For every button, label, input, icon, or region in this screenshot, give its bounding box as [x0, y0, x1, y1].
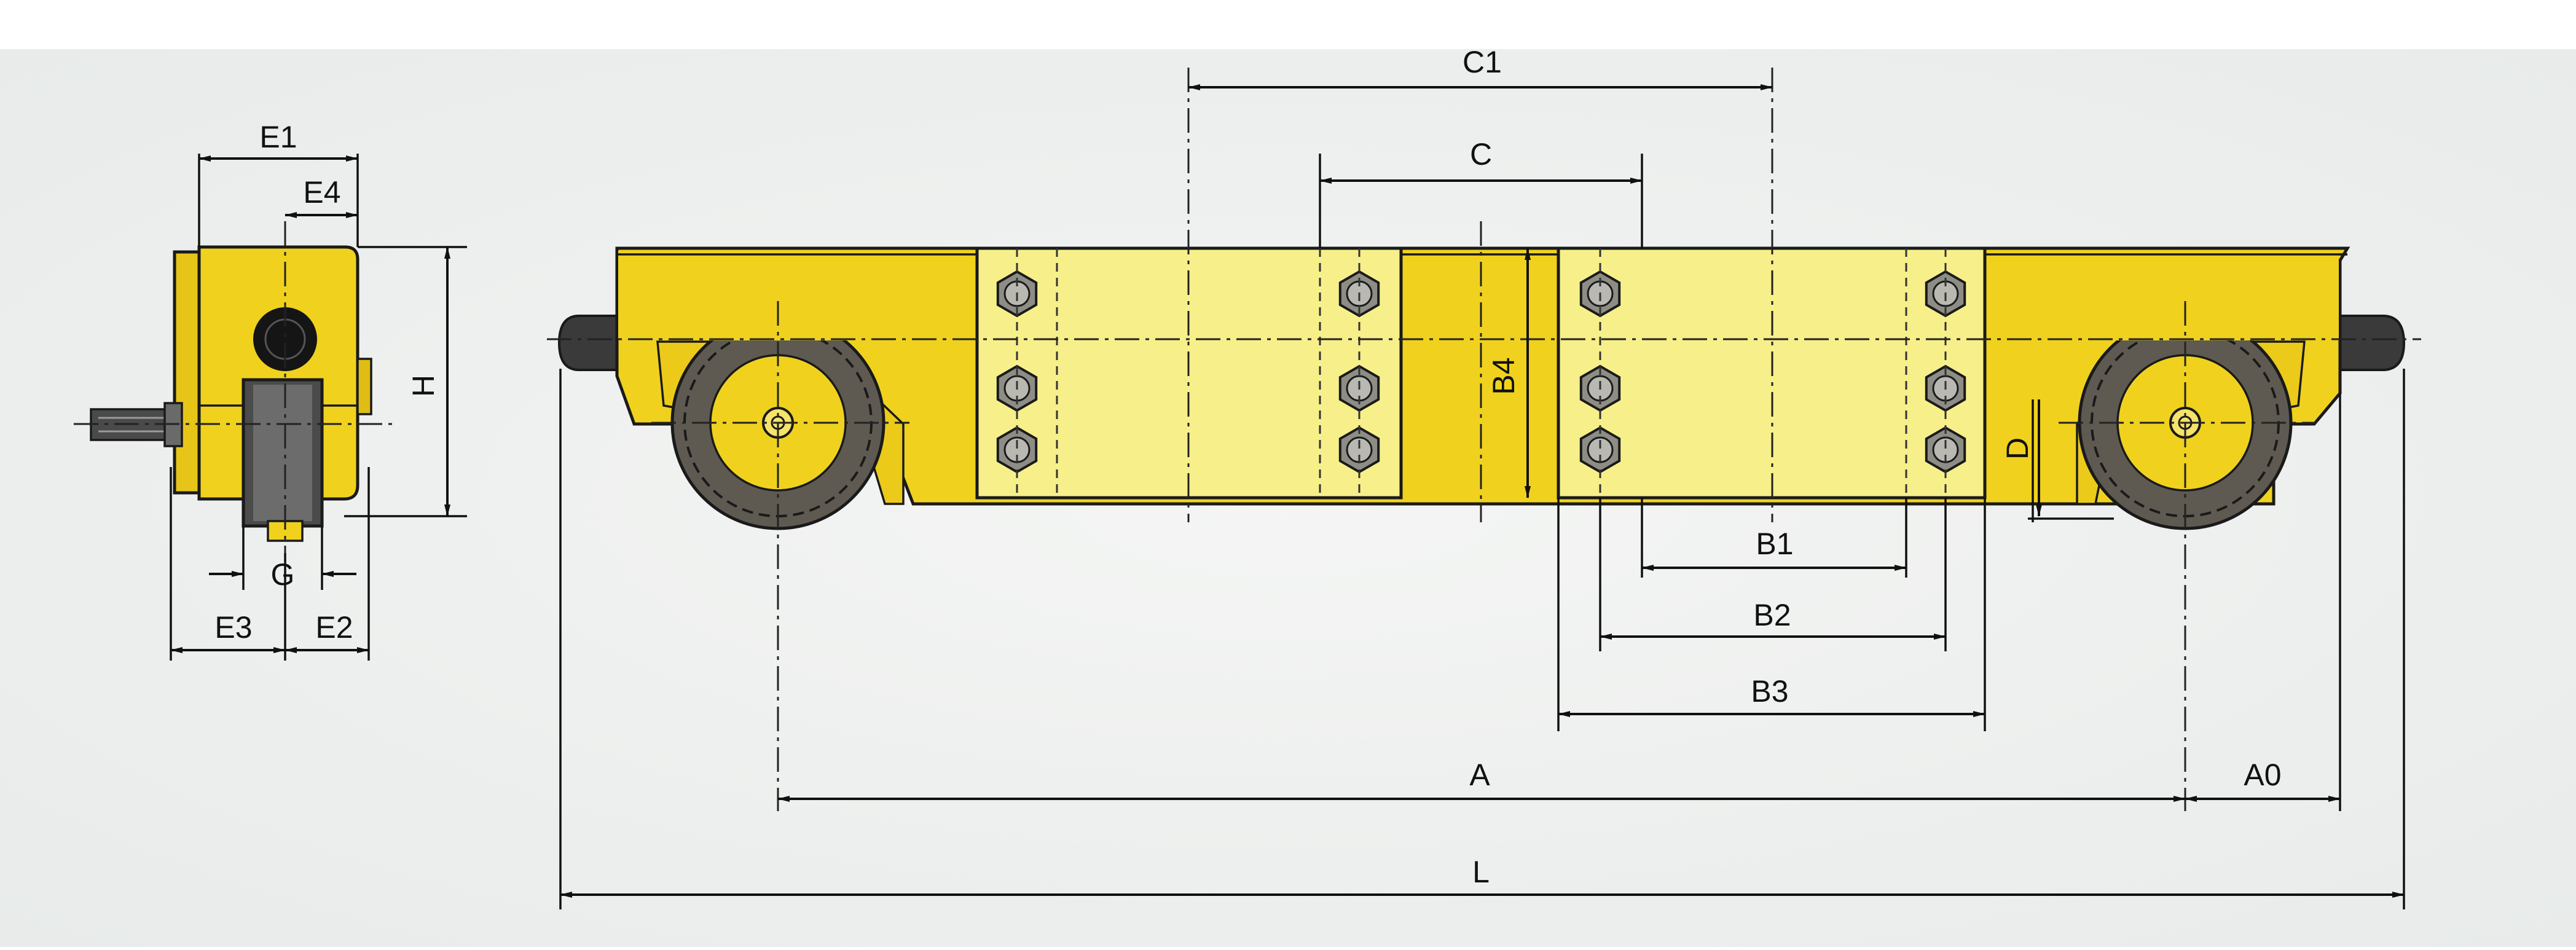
bumper-right — [2329, 315, 2406, 371]
label-h: H — [406, 375, 441, 397]
side-view: E1 E4 H G E3 E2 — [74, 120, 467, 661]
label-b4: B4 — [1486, 357, 1521, 395]
hex-bolt-icon — [1579, 426, 1621, 474]
label-g: G — [271, 557, 295, 592]
label-c: C — [1470, 137, 1492, 171]
label-d: D — [2000, 438, 2035, 460]
front-view: C1 C B4 D B1 B2 B3 A A0 L — [547, 45, 2421, 909]
side-bolt — [253, 307, 317, 371]
label-e3: E3 — [214, 610, 252, 645]
label-a: A — [1469, 758, 1490, 792]
label-l: L — [1472, 855, 1490, 889]
label-b1: B1 — [1756, 527, 1793, 561]
label-b2: B2 — [1753, 598, 1791, 632]
label-e1: E1 — [259, 120, 297, 154]
label-a0: A0 — [2244, 758, 2281, 792]
label-e4: E4 — [303, 175, 340, 210]
label-b3: B3 — [1751, 674, 1788, 709]
hex-bolt-icon — [1338, 426, 1380, 474]
side-flange — [173, 250, 201, 495]
hex-bolt-icon — [1925, 426, 1966, 474]
hex-bolt-icon — [996, 426, 1038, 474]
bumper-left — [557, 315, 623, 371]
label-c1: C1 — [1463, 45, 1502, 79]
label-e2: E2 — [315, 610, 353, 645]
